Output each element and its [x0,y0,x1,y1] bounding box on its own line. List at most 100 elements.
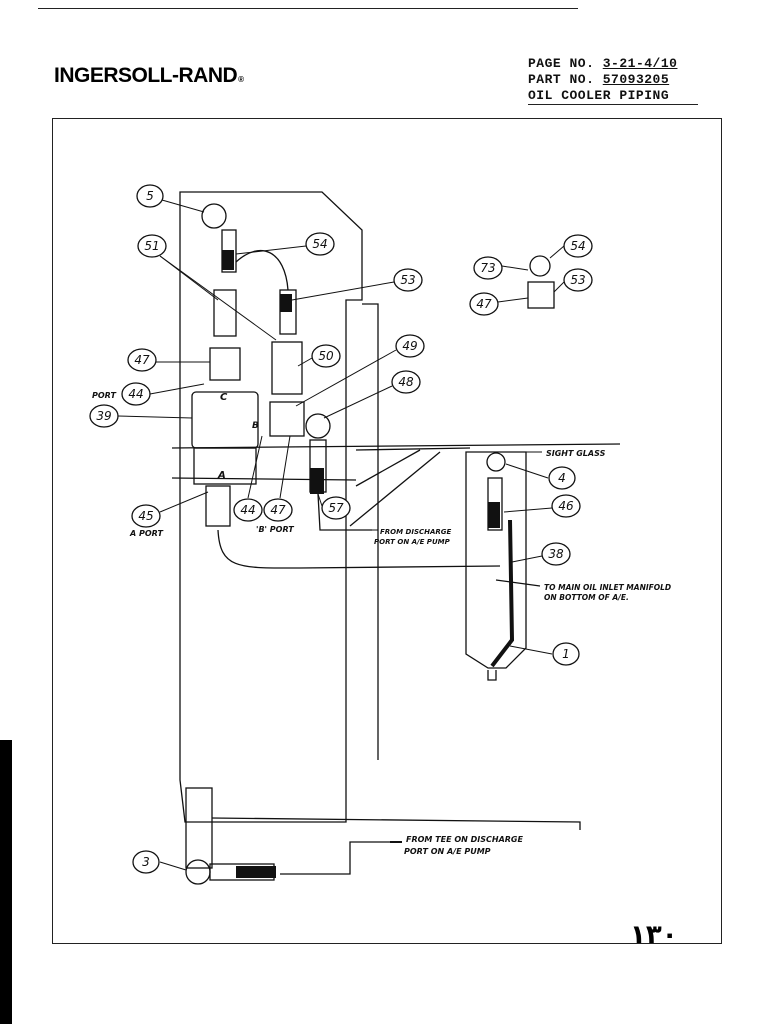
diagonal-line-1 [355,449,421,487]
gauge-48 [305,413,331,439]
part-label: PART NO. [528,72,595,87]
rail-bottom [171,477,357,481]
tee-line [280,841,390,875]
callout-circle [469,292,499,316]
hose-fitting-53 [280,294,292,312]
callout-3: 3 [142,855,150,869]
bottom-rail [211,817,581,830]
hose-fitting-46 [488,502,500,528]
callout-circle [393,268,423,292]
rail-top [171,443,621,449]
from-discharge-note-2: PORT ON A/E PUMP [374,538,451,546]
diagonal-line-2 [349,451,441,527]
page-number: ١٣٠ [630,920,678,950]
title-rule [528,104,698,105]
callout-circle [263,498,293,522]
part-value: 57093205 [602,72,670,87]
detail-elbow-54 [529,255,551,277]
callout-44-lower: 44 [240,503,255,517]
hose-fitting-3 [236,866,276,878]
callout-54-detail: 54 [570,239,585,253]
from-discharge-note-1: FROM DISCHARGE [380,528,452,536]
to-manifold-note-2: ON BOTTOM OF A/E. [544,593,629,602]
callout-1: 1 [562,647,570,661]
top-hose [235,250,289,291]
sight-glass-note: SIGHT GLASS [546,449,606,458]
detail-fitting-53 [527,281,555,309]
callout-38: 38 [548,547,564,561]
callout-circle [127,348,157,372]
callout-57: 57 [328,501,344,515]
port-c-label: C [220,392,228,403]
callout-53: 53 [400,273,415,287]
discharge-line [317,493,372,531]
callout-73: 73 [480,261,495,275]
callout-47-lower: 47 [270,503,286,517]
return-line [217,529,501,569]
b-port-label: 'B' PORT [256,525,294,534]
callout-53-detail: 53 [570,273,585,287]
top-rule [38,8,578,9]
page-number-line: PAGE NO. 3-21-4/10 [528,56,677,71]
hose-fitting-57 [310,468,324,494]
from-tee-note-1: FROM TEE ON DISCHARGE [406,835,523,844]
callout-circle [132,850,160,874]
callout-circle [391,370,421,394]
brand-name: INGERSOLL-RAND [54,64,238,87]
drawing-frame [52,118,722,944]
drain-plug [487,670,497,681]
manifold-leader [495,579,541,587]
callout-circle [321,496,351,520]
a-port-label: A PORT [129,529,163,538]
to-manifold-note-1: TO MAIN OIL INLET MANIFOLD [544,583,671,592]
callout-circle [131,504,161,528]
check-valve-50 [271,341,303,395]
callout-circle [305,232,335,256]
brand-logo: INGERSOLL-RAND® [54,64,244,88]
page-value: 3-21-4/10 [602,56,678,71]
callout-50: 50 [318,349,334,363]
port-b-label: B [252,421,259,431]
callout-48: 48 [398,375,414,389]
tee-47 [209,347,241,381]
fitting-45 [205,485,231,527]
part-number-line: PART NO. 57093205 [528,72,669,87]
callout-circle [136,184,164,208]
nipple-51 [213,289,237,337]
bottom-elbow [185,859,211,885]
bottom-riser [185,787,213,869]
hose-fitting-54 [222,250,234,270]
rail-connector [355,447,471,451]
from-tee-note-2: PORT ON A/E PUMP [404,847,491,856]
callout-circle [541,542,571,566]
callout-51: 51 [144,239,159,253]
callout-circle [563,268,593,292]
side-bracket [362,303,379,760]
callout-circle [311,344,341,368]
drawing-title: OIL COOLER PIPING [528,88,670,103]
callout-circle [552,642,580,666]
callout-47: 47 [134,353,150,367]
callout-5: 5 [146,189,154,203]
elbow-fitting [201,203,227,229]
port-label: PORT [92,391,116,400]
registered-mark: ® [238,75,244,84]
sight-glass [486,452,506,472]
callout-circle [233,498,263,522]
filter-canister [465,451,527,669]
callout-circle [395,334,425,358]
mounting-plate [179,191,363,823]
tee-49 [269,401,305,437]
callout-54: 54 [312,237,327,251]
callout-39: 39 [96,409,111,423]
callout-circle [137,234,167,258]
page-label: PAGE NO. [528,56,595,71]
callout-circle [473,256,503,280]
callout-47-detail: 47 [476,297,492,311]
callout-circle [551,494,581,518]
callout-49: 49 [402,339,417,353]
callout-45: 45 [138,509,153,523]
callout-4: 4 [558,471,566,485]
scan-edge-bar [0,740,12,1024]
